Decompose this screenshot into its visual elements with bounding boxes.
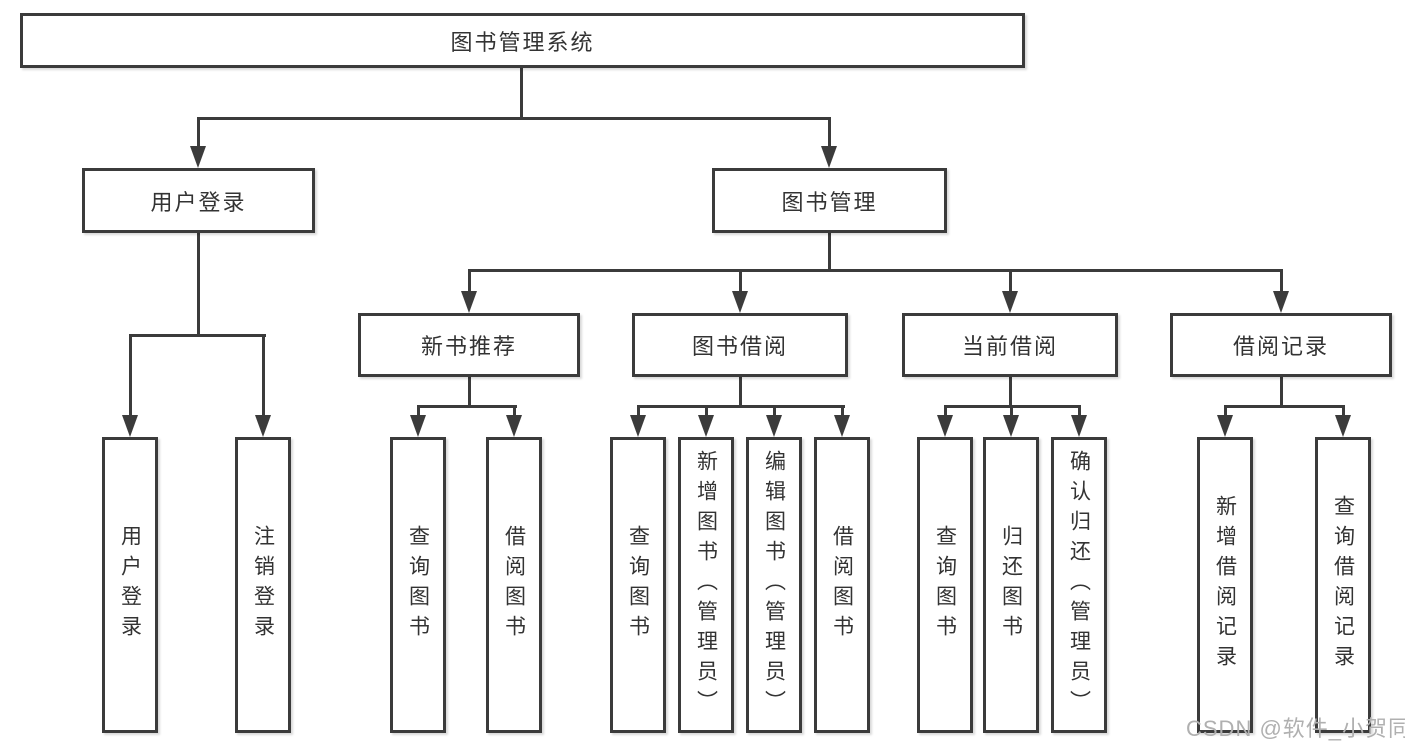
arrow-down-icon	[1003, 415, 1019, 437]
connector-stub	[1224, 405, 1227, 418]
connector-stub	[1342, 405, 1345, 418]
arrow-down-icon	[1002, 291, 1018, 313]
arrow-down-icon	[255, 415, 271, 437]
node-library-management-system: 图书管理系统	[20, 13, 1025, 68]
leaf-query-books-borrow: 查询图书	[610, 437, 666, 733]
leaf-user-login: 用户登录	[102, 437, 158, 733]
arrow-down-icon	[766, 415, 782, 437]
leaf-edit-books-admin: 编辑图书（管理员）	[746, 437, 802, 733]
leaf-query-books-current: 查询图书	[917, 437, 973, 733]
leaf-add-books-admin: 新增图书（管理员）	[678, 437, 734, 733]
arrow-down-icon	[1217, 415, 1233, 437]
connector-borrow-records-bar	[1224, 405, 1345, 408]
node-current-borrow: 当前借阅	[902, 313, 1118, 377]
arrow-down-icon	[732, 291, 748, 313]
arrow-down-icon	[122, 415, 138, 437]
leaf-return-books: 归还图书	[983, 437, 1039, 733]
connector-borrow-records-stem	[1280, 377, 1283, 406]
connector-new-book-stem	[468, 377, 471, 406]
leaf-confirm-return-admin: 确认归还（管理员）	[1051, 437, 1107, 733]
connector-to-book-borrow	[739, 269, 742, 295]
connector-to-leaf-logout	[262, 334, 265, 418]
arrow-down-icon	[937, 415, 953, 437]
arrow-down-icon	[834, 415, 850, 437]
node-user-login: 用户登录	[82, 168, 315, 233]
arrow-down-icon	[1335, 415, 1351, 437]
connector-to-borrow-records	[1280, 269, 1283, 295]
connector-to-book-management	[828, 117, 831, 150]
node-borrow-records: 借阅记录	[1170, 313, 1392, 377]
arrow-down-icon	[410, 415, 426, 437]
connector-stub	[513, 405, 516, 418]
connector-user-login-stem	[197, 233, 200, 335]
connector-to-new-book	[468, 269, 471, 295]
connector-book-borrow-stem	[739, 377, 742, 406]
leaf-add-borrow-record: 新增借阅记录	[1197, 437, 1253, 733]
node-new-book-recommend: 新书推荐	[358, 313, 580, 377]
connector-current-borrow-stem	[1009, 377, 1012, 406]
connector-stub	[417, 405, 420, 418]
arrow-down-icon	[698, 415, 714, 437]
csdn-watermark: CSDN @软件_小贺同学	[1186, 716, 1405, 741]
leaf-logout: 注销登录	[235, 437, 291, 733]
connector-root-stem	[520, 68, 523, 118]
arrow-down-icon	[506, 415, 522, 437]
connector-stub	[841, 405, 844, 418]
leaf-query-borrow-record: 查询借阅记录	[1315, 437, 1371, 733]
connector-stub	[637, 405, 640, 418]
connector-book-mgmt-stem	[828, 233, 831, 270]
leaf-query-books-recommend: 查询图书	[390, 437, 446, 733]
connector-stub	[1010, 405, 1013, 418]
connector-book-mgmt-bar	[468, 269, 1282, 272]
connector-root-bar	[197, 117, 831, 120]
node-book-management: 图书管理	[712, 168, 947, 233]
connector-new-book-bar	[417, 405, 517, 408]
connector-stub	[1078, 405, 1081, 418]
connector-book-borrow-bar	[637, 405, 845, 408]
leaf-borrow-books-recommend: 借阅图书	[486, 437, 542, 733]
arrow-down-icon	[461, 291, 477, 313]
connector-stub	[705, 405, 708, 418]
connector-to-current-borrow	[1009, 269, 1012, 295]
node-book-borrow: 图书借阅	[632, 313, 848, 377]
arrow-down-icon	[1273, 291, 1289, 313]
connector-to-user-login	[197, 117, 200, 150]
connector-user-login-bar	[129, 334, 266, 337]
arrow-down-icon	[630, 415, 646, 437]
connector-stub	[773, 405, 776, 418]
arrow-down-icon	[1071, 415, 1087, 437]
connector-to-leaf-user-login	[129, 334, 132, 418]
arrow-down-icon	[190, 146, 206, 168]
leaf-borrow-books: 借阅图书	[814, 437, 870, 733]
arrow-down-icon	[821, 146, 837, 168]
connector-stub	[944, 405, 947, 418]
